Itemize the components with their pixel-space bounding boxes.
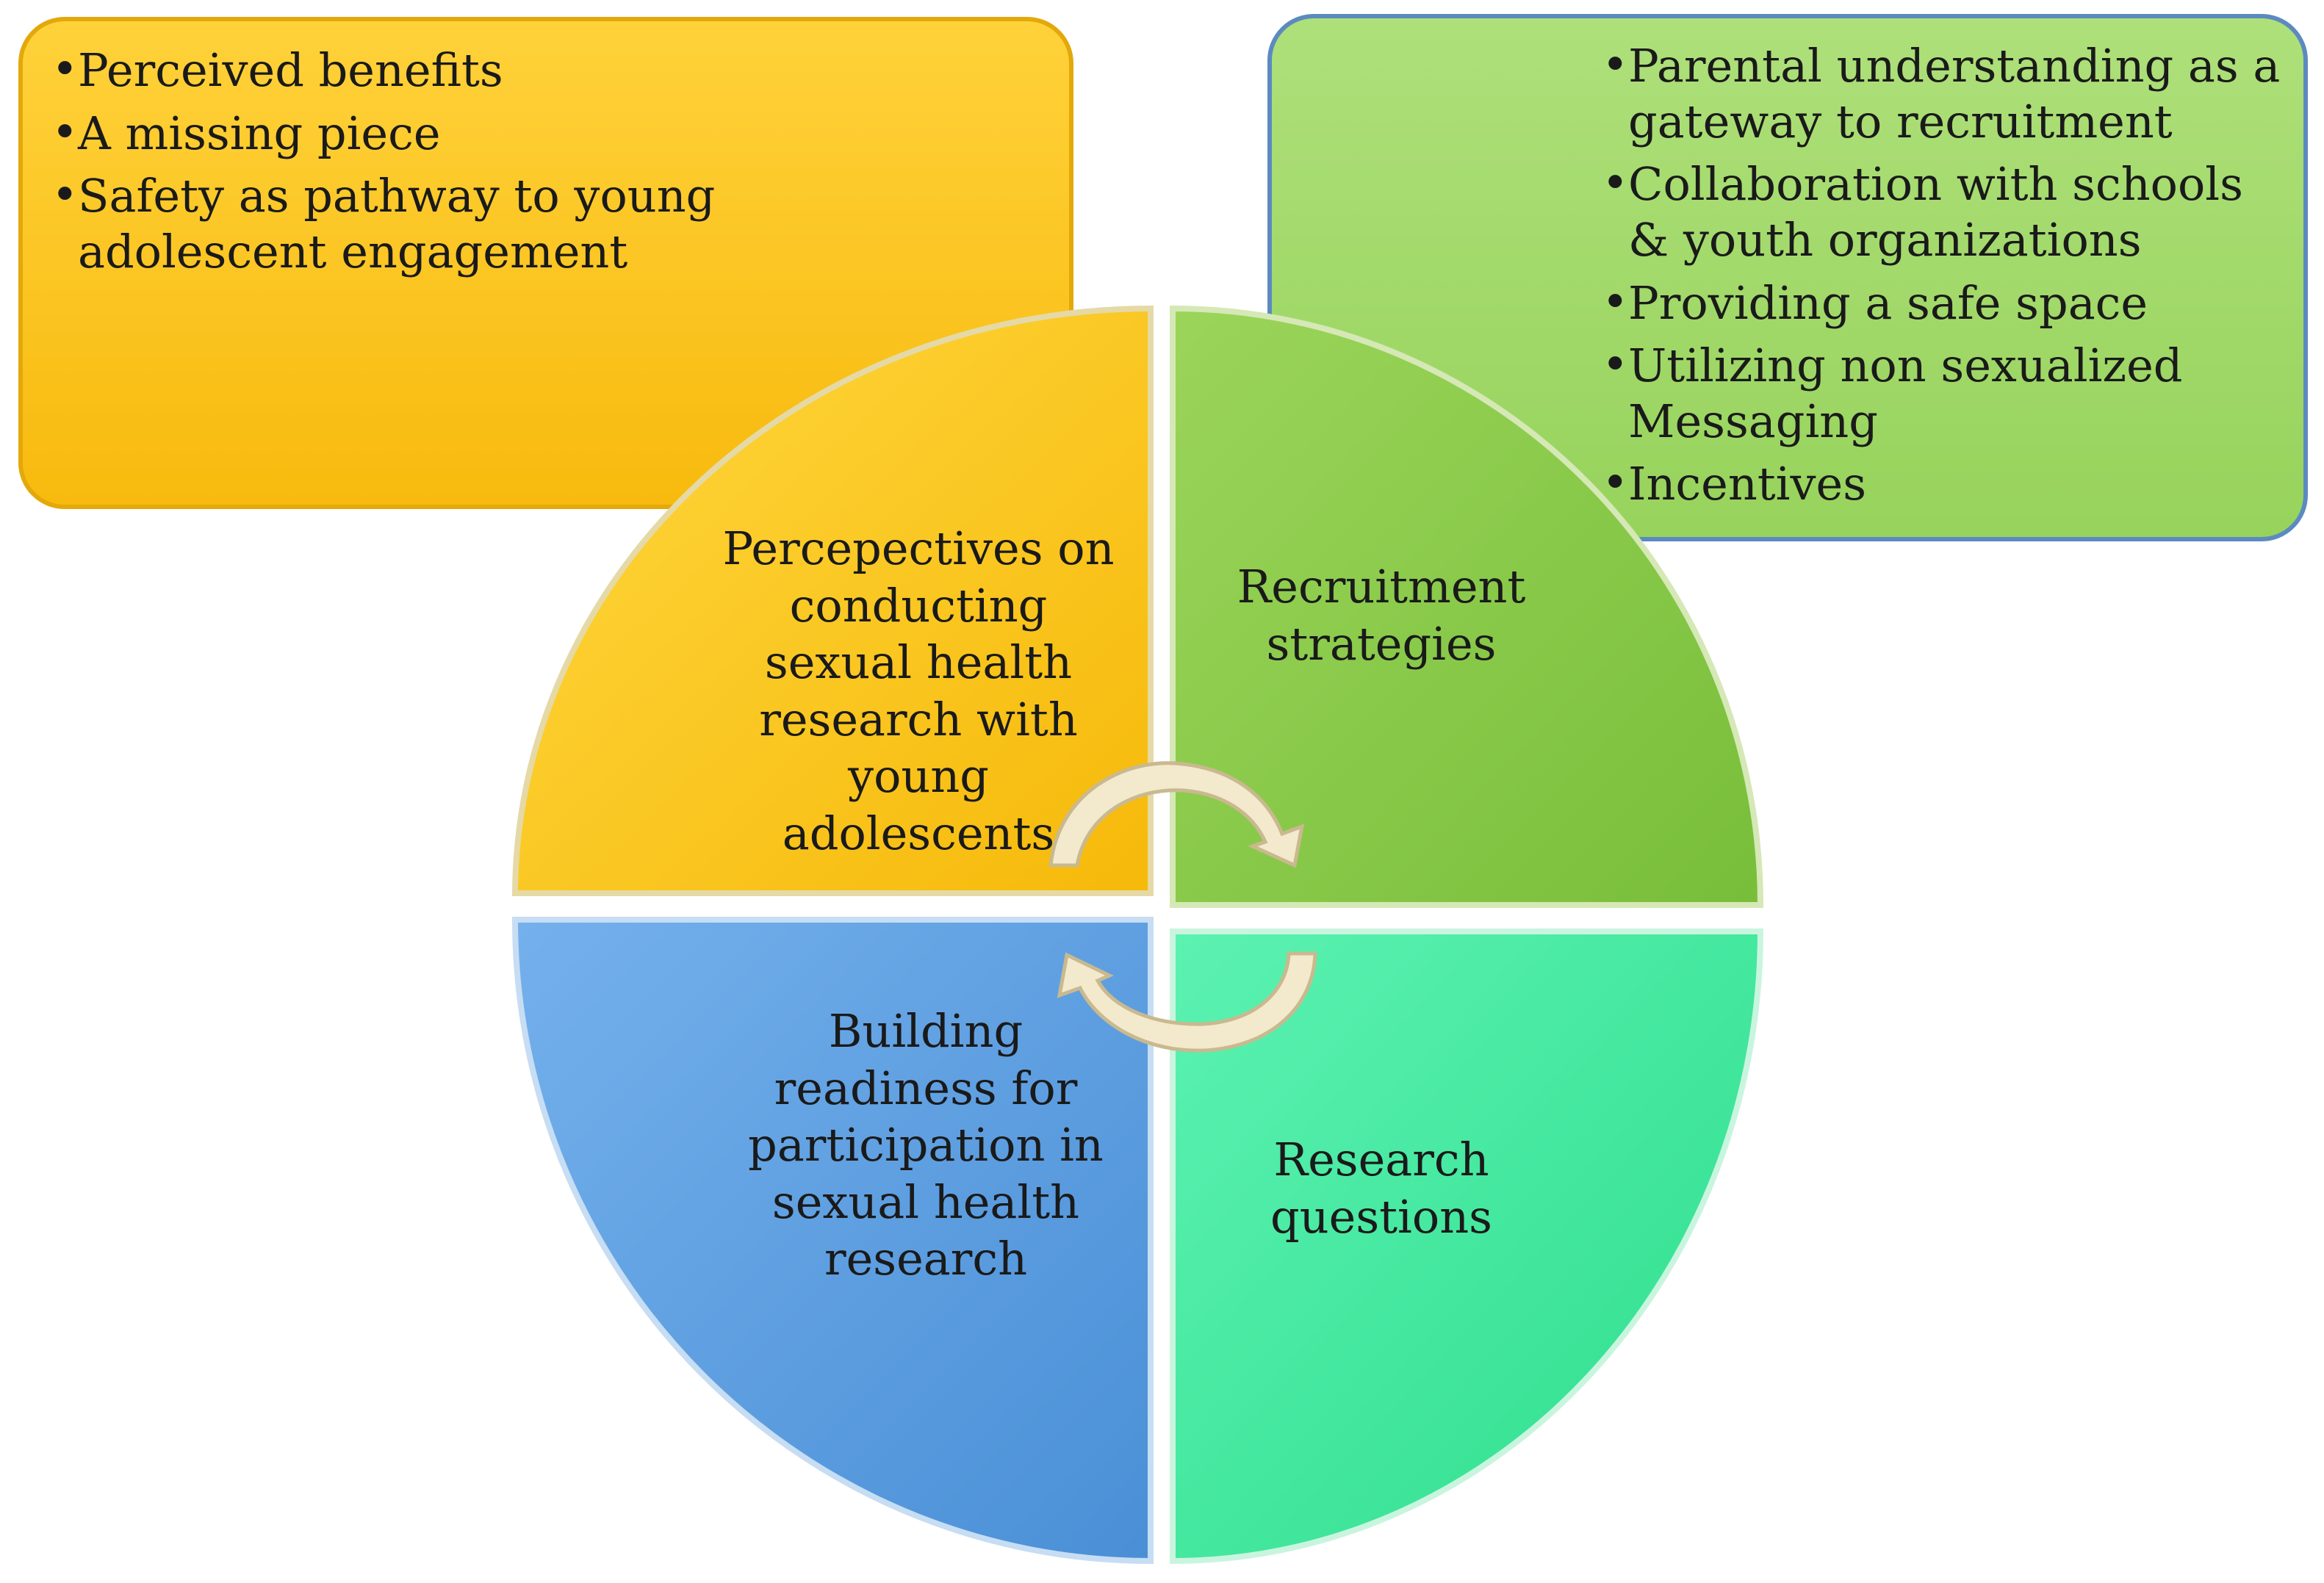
quadrant-top-left-label: Percepectives on conducting sexual healt…	[722, 522, 1115, 860]
list-item: Utilizing non sexualized Messaging	[1602, 336, 2292, 449]
list-item: Providing a safe space	[1602, 274, 2292, 331]
circular-arrows-icon	[1048, 761, 1317, 1053]
green-callout-text: Parental understanding as a gateway to r…	[1602, 37, 2292, 519]
list-item: Safety as pathway to young adolescent en…	[51, 167, 1029, 279]
list-item: Perceived benefits	[51, 41, 1029, 98]
list-item: Parental understanding as a gateway to r…	[1602, 37, 2292, 149]
quadrant-bottom-right-label: Research questions	[1270, 1133, 1492, 1244]
green-callout-list: Parental understanding as a gateway to r…	[1602, 37, 2292, 512]
quadrant-top-right-label: Recruitment strategies	[1237, 560, 1526, 671]
arrow-top-icon	[1048, 761, 1305, 868]
yellow-callout-text: Perceived benefits A missing piece Safet…	[51, 41, 1029, 287]
quadrant-top-right	[1170, 305, 1764, 908]
list-item: Collaboration with schools & youth organ…	[1602, 155, 2292, 267]
list-item: Incentives	[1602, 455, 2292, 512]
arrow-bottom-icon	[1057, 951, 1317, 1053]
quadrant-bottom-left-label: Building readiness for participation in …	[748, 1004, 1104, 1285]
quadrant-bottom-left	[511, 917, 1154, 1565]
quadrant-top-left	[511, 305, 1154, 896]
quadrant-bottom-right	[1170, 928, 1764, 1565]
yellow-callout-list: Perceived benefits A missing piece Safet…	[51, 41, 1029, 280]
list-item: A missing piece	[51, 104, 1029, 162]
